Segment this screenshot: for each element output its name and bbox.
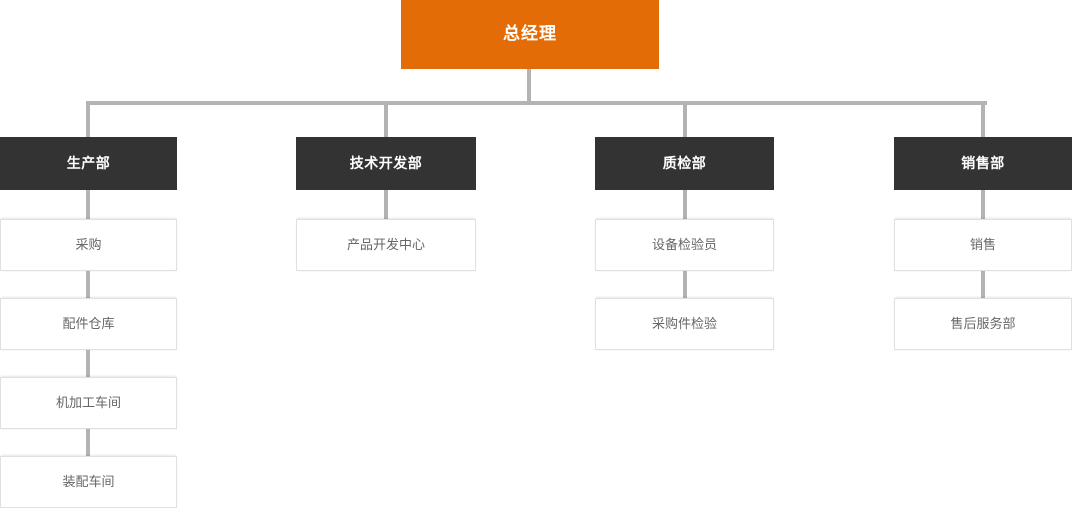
node-department-production[interactable]: 生产部 (0, 137, 177, 190)
node-department-quality-inspection[interactable]: 质检部 (595, 137, 774, 190)
node-unit-assembly-workshop[interactable]: 装配车间 (0, 456, 177, 508)
node-unit-product-development-center[interactable]: 产品开发中心 (296, 219, 476, 271)
connector-col1-unit2-to-unit3 (86, 348, 90, 379)
connector-col3-unit1-to-unit2 (683, 269, 687, 300)
connector-root-stem (527, 69, 531, 105)
connector-dept2-to-unit1 (384, 189, 388, 221)
node-unit-parts-warehouse[interactable]: 配件仓库 (0, 298, 177, 350)
node-unit-machining-workshop[interactable]: 机加工车间 (0, 377, 177, 429)
node-general-manager[interactable]: 总经理 (401, 0, 659, 69)
connector-bus-to-dept-2 (384, 101, 388, 139)
connector-bus-to-dept-1 (86, 101, 90, 139)
connector-horizontal-bus (86, 101, 987, 105)
node-unit-purchased-parts-inspection[interactable]: 采购件检验 (595, 298, 774, 350)
node-unit-after-sales-service[interactable]: 售后服务部 (894, 298, 1072, 350)
connector-col1-unit1-to-unit2 (86, 269, 90, 300)
connector-bus-to-dept-4 (981, 101, 985, 139)
node-unit-purchasing[interactable]: 采购 (0, 219, 177, 271)
node-unit-sales[interactable]: 销售 (894, 219, 1072, 271)
connector-col4-unit1-to-unit2 (981, 269, 985, 300)
node-department-sales[interactable]: 销售部 (894, 137, 1072, 190)
connector-dept4-to-unit1 (981, 189, 985, 221)
node-unit-equipment-inspector[interactable]: 设备检验员 (595, 219, 774, 271)
node-department-technical-development[interactable]: 技术开发部 (296, 137, 476, 190)
connector-bus-to-dept-3 (683, 101, 687, 139)
connector-dept1-to-unit1 (86, 189, 90, 221)
connector-dept3-to-unit1 (683, 189, 687, 221)
connector-col1-unit3-to-unit4 (86, 427, 90, 458)
